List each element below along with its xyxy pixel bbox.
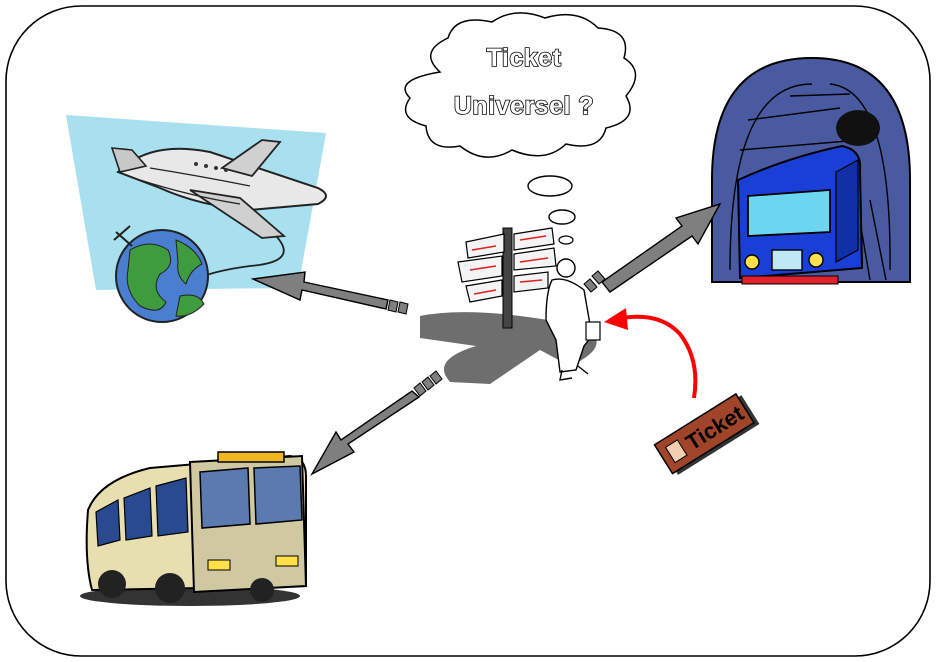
bubble-line-1: Ticket [487,44,562,72]
train-tunnel-icon [712,58,910,284]
bubble-line-2: Universel ? [454,92,594,120]
